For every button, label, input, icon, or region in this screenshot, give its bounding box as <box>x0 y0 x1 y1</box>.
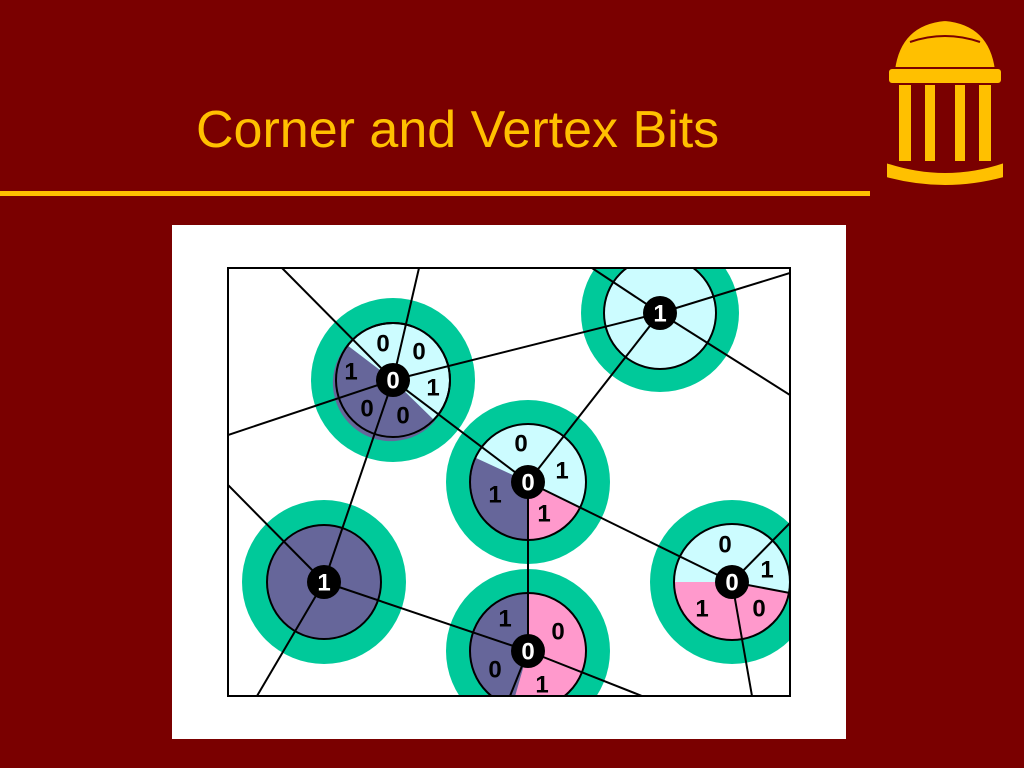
vertex-bit-right: 0 <box>725 570 738 597</box>
corner-bit: 1 <box>344 359 357 386</box>
old-well-icon <box>880 12 1010 192</box>
vertex-bit-center: 0 <box>521 470 534 497</box>
corner-bit: 0 <box>360 396 373 423</box>
vertex-dot-center <box>511 465 545 499</box>
corner-bit: 0 <box>718 532 731 559</box>
vertex-bit-bottom-center: 0 <box>521 639 534 666</box>
corner-bit: 1 <box>555 458 568 485</box>
vertex-dot-top-right <box>643 296 677 330</box>
diagram-panel: 0 1 0 1 0 0 0 0 1 0 0 1 0 1 1 1 0 1 0 1 … <box>172 225 846 739</box>
vertex-dot-top-left <box>376 363 410 397</box>
corner-bit: 0 <box>488 657 501 684</box>
vertex-dot-right <box>715 565 749 599</box>
corner-bit: 1 <box>488 482 501 509</box>
corner-bit: 1 <box>426 375 439 402</box>
mesh-edges <box>228 268 790 696</box>
corner-bit: 0 <box>396 403 409 430</box>
vertex-bit-bottom-left: 1 <box>317 570 330 597</box>
vertex-disk-center <box>469 423 587 541</box>
corner-bit: 0 <box>376 331 389 358</box>
corner-bit: 1 <box>535 672 548 699</box>
vertex-dot-bottom-center <box>511 634 545 668</box>
corner-bit: 0 <box>752 596 765 623</box>
title-rule <box>0 191 870 196</box>
corner-bit: 0 <box>412 339 425 366</box>
corner-bit: 1 <box>498 606 511 633</box>
corner-bit: 0 <box>551 619 564 646</box>
corner-bit: 1 <box>760 557 773 584</box>
mesh-border <box>227 267 791 697</box>
slide-title: Corner and Vertex Bits <box>196 101 720 159</box>
vertex-dots <box>307 296 749 668</box>
vertex-bit-top-right: 1 <box>653 301 666 328</box>
corner-bit: 1 <box>695 596 708 623</box>
vertex-bit-top-left: 0 <box>386 368 399 395</box>
vertex-dot-bottom-left <box>307 565 341 599</box>
corner-bit: 1 <box>537 501 550 528</box>
corner-bit: 0 <box>514 431 527 458</box>
